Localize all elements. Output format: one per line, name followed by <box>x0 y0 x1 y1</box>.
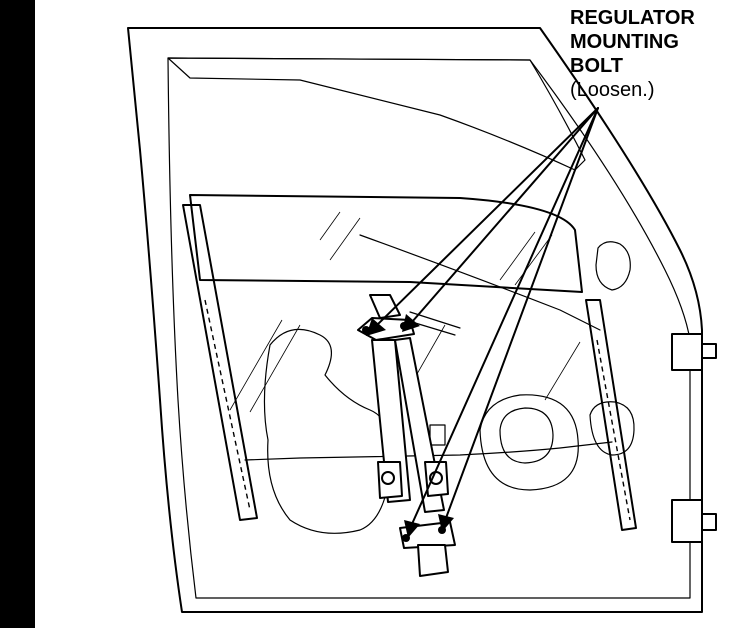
rear-access-hole <box>589 401 635 456</box>
glass-lower-edge <box>244 441 613 461</box>
door-outer-panel <box>127 27 703 613</box>
callout-line-loosen: (Loosen.) <box>570 79 655 101</box>
callout-line-regulator: REGULATOR <box>570 7 695 29</box>
callout-line-mounting: MOUNTING <box>570 31 679 53</box>
rear-run-channel <box>585 299 637 531</box>
callout-leaders <box>366 107 599 538</box>
lock-cutout <box>595 241 631 291</box>
page-edge-bar <box>0 0 35 628</box>
speaker-hole-outer <box>479 394 579 491</box>
front-run-channel <box>182 204 258 521</box>
glass-reflection <box>229 211 581 413</box>
access-hole-large <box>263 328 392 534</box>
window-regulator <box>357 294 461 577</box>
speaker-hole-inner <box>499 407 554 464</box>
lower-hinge <box>671 499 717 543</box>
window-frame <box>167 57 586 171</box>
callout-line-bolt: BOLT <box>570 55 623 77</box>
door-inner-panel <box>167 57 691 599</box>
upper-hinge <box>671 333 717 371</box>
regulator-motor <box>417 544 449 577</box>
regulator-bolt-callout: REGULATOR MOUNTING BOLT (Loosen.) <box>570 6 745 102</box>
